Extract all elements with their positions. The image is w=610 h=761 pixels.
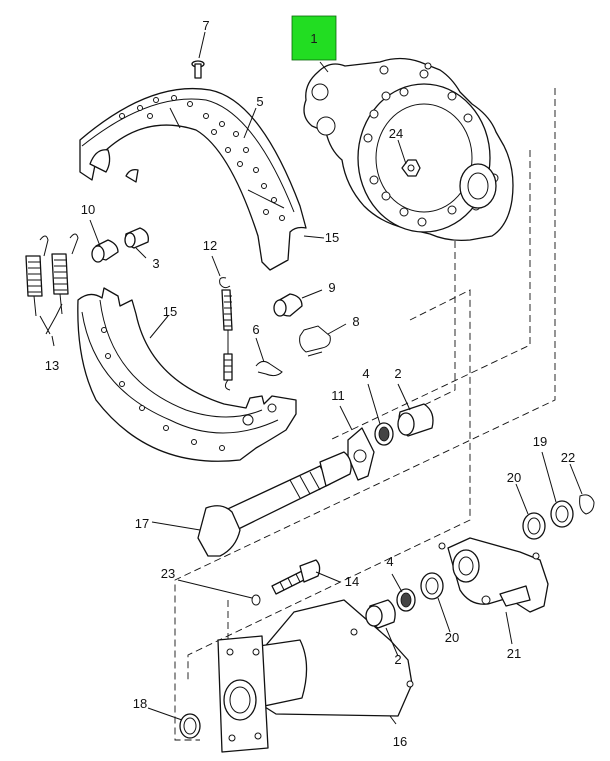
lower-seal-part — [396, 588, 416, 612]
highlight-box — [291, 15, 337, 61]
bushing-part — [124, 227, 149, 249]
callout-17: 17 — [135, 516, 149, 531]
callout-16: 16 — [393, 734, 407, 749]
nut-part — [401, 159, 421, 177]
callout-4-upper: 4 — [362, 366, 369, 381]
clip-part — [255, 360, 283, 377]
slack-adjuster-part — [438, 537, 549, 613]
callout-20-lower: 20 — [445, 630, 459, 645]
callout-12: 12 — [203, 238, 217, 253]
callout-15-upper: 15 — [325, 230, 339, 245]
small-snap-ring-part — [579, 494, 595, 515]
callout-11: 11 — [331, 388, 345, 403]
spacer-washer-part — [550, 500, 574, 528]
camshaft-bracket-part — [217, 599, 414, 753]
dust-shield-part — [347, 427, 375, 481]
callout-6: 6 — [252, 322, 259, 337]
callout-8: 8 — [352, 314, 359, 329]
callout-labels: 7 5 24 15 10 3 12 9 8 6 15 13 11 4 2 17 … — [45, 18, 575, 749]
upper-washer-part — [522, 512, 546, 540]
camshaft-part — [197, 451, 352, 557]
shoe-springs-part — [25, 233, 79, 317]
callout-23: 23 — [161, 566, 175, 581]
callout-4-lower: 4 — [386, 554, 393, 569]
retainer-clip-part — [299, 325, 331, 357]
callout-15-lower: 15 — [163, 304, 177, 319]
callout-10: 10 — [81, 202, 95, 217]
callout-22: 22 — [561, 450, 575, 465]
callout-2-lower: 2 — [394, 652, 401, 667]
lower-brake-shoe-part — [77, 287, 297, 462]
anchor-bushing-part — [273, 293, 303, 317]
upper-bushing-part — [397, 403, 434, 437]
callout-19: 19 — [533, 434, 547, 449]
brake-spider-part — [303, 57, 514, 242]
leader-lines — [39, 31, 583, 725]
callout-13: 13 — [45, 358, 59, 373]
lower-washer-part — [420, 572, 444, 600]
upper-seal-part — [374, 422, 394, 446]
upper-brake-shoe-part — [79, 87, 307, 271]
return-spring-part — [219, 277, 233, 391]
bolt-part — [271, 559, 321, 595]
part-1-highlight[interactable]: 1 — [291, 15, 337, 61]
callout-18: 18 — [133, 696, 147, 711]
callout-21: 21 — [507, 646, 521, 661]
lower-bushing-part — [365, 599, 396, 629]
callout-9: 9 — [328, 280, 335, 295]
callout-14: 14 — [345, 574, 359, 589]
rivet-part — [191, 60, 205, 79]
roller-part — [91, 239, 119, 263]
callout-20-upper: 20 — [507, 470, 521, 485]
assembly-reference-lines — [174, 88, 556, 741]
small-washer-part — [251, 594, 261, 606]
lining-rivet-holes — [119, 95, 285, 221]
callout-2-upper: 2 — [394, 366, 401, 381]
callout-3: 3 — [152, 256, 159, 271]
callout-7: 7 — [202, 18, 209, 33]
callout-1: 1 — [310, 31, 317, 46]
callout-24: 24 — [389, 126, 403, 141]
callout-5: 5 — [256, 94, 263, 109]
snap-ring-part — [179, 713, 201, 739]
